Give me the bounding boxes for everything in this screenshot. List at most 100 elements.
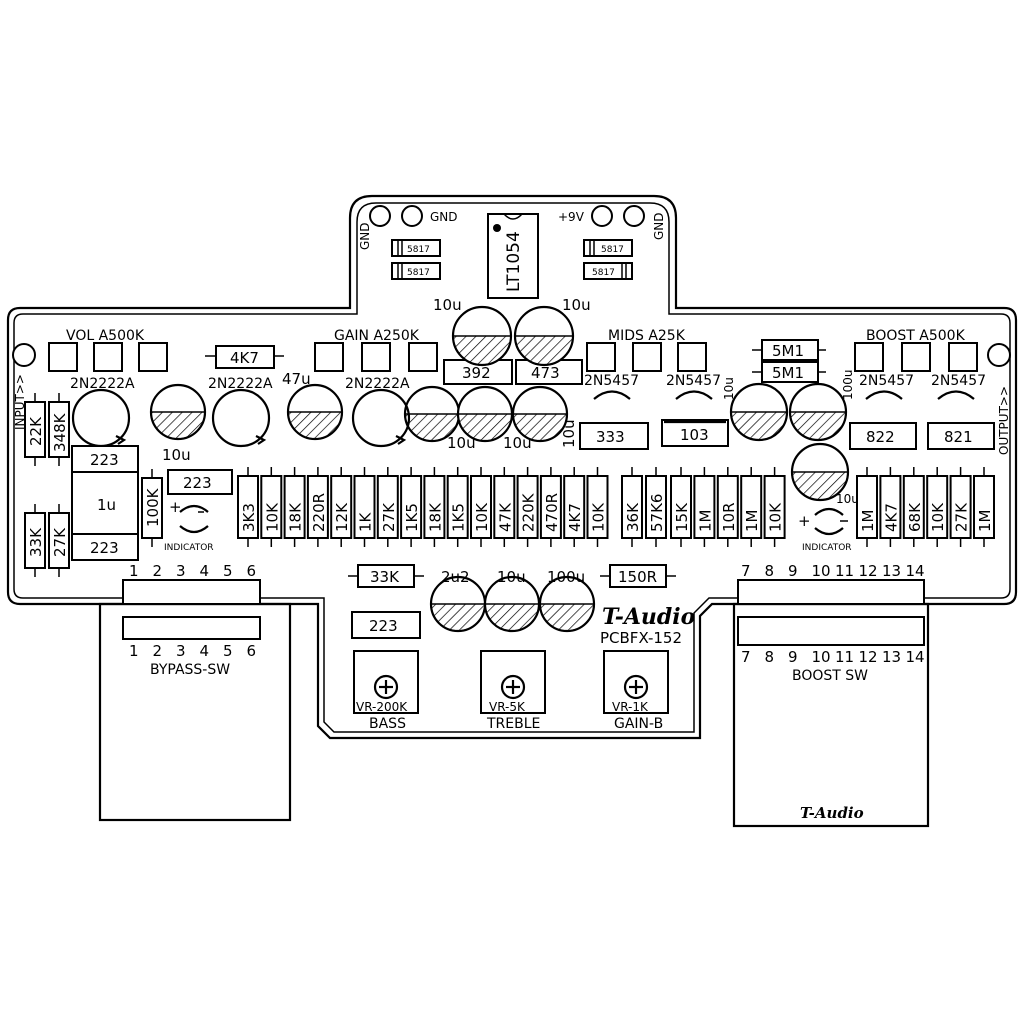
pot-gain: GAIN A250K bbox=[314, 328, 438, 372]
resistor-33k-label: 33K bbox=[370, 568, 400, 586]
capacitor-polarity-mark bbox=[514, 335, 574, 366]
board-model: PCBFX-152 bbox=[600, 629, 682, 647]
resistor-label: 18K bbox=[287, 502, 305, 532]
switch-pin-number: 10 bbox=[812, 562, 831, 580]
trimpot-bass-value: VR-200K bbox=[356, 700, 408, 714]
jfet-outline bbox=[865, 390, 903, 400]
pad-gnd-right bbox=[623, 205, 645, 227]
pot-pad bbox=[677, 342, 707, 372]
pot-pad bbox=[361, 342, 391, 372]
resistor-label: 3K3 bbox=[240, 503, 258, 532]
pad-gnd-left bbox=[369, 205, 391, 227]
ic-pin1-dot bbox=[493, 224, 501, 232]
pot-pad bbox=[93, 342, 123, 372]
cap-223-label: 223 bbox=[90, 539, 119, 557]
resistor-label: 18K bbox=[426, 502, 444, 532]
resistor: 1M bbox=[740, 467, 763, 547]
upper-row: 4K7 2N2222A 2N2222A 2N2222A 47u 10u 10u … bbox=[70, 339, 995, 464]
resistor-label: 10K bbox=[263, 502, 281, 532]
board-outline-inner bbox=[13, 202, 1011, 733]
resistor: 4K7 bbox=[879, 467, 902, 547]
gnd-label: GND bbox=[430, 210, 458, 224]
transistor-q2 bbox=[211, 388, 271, 448]
resistor: 1K bbox=[353, 467, 376, 547]
input-label: INPUT>> bbox=[13, 374, 27, 430]
switch-pin-number: 7 bbox=[741, 648, 751, 666]
pad-input bbox=[12, 343, 36, 367]
ic-lt1054 bbox=[487, 213, 539, 299]
resistor-label: 47K bbox=[496, 502, 514, 532]
transistor-q3-label: 2N2222A bbox=[345, 376, 410, 392]
trimpot-bass-name: BASS bbox=[369, 716, 406, 732]
switch-pin-number: 6 bbox=[247, 562, 257, 580]
led-indicator-label: INDICATOR bbox=[164, 543, 214, 553]
electrolytic-capacitor bbox=[538, 575, 596, 633]
cap-2u2-label: 2u2 bbox=[441, 568, 470, 586]
electrolytic-capacitor bbox=[788, 382, 848, 442]
switch-pin-number: 1 bbox=[129, 642, 139, 660]
capacitor-polarity-mark bbox=[287, 411, 343, 440]
electrolytic-capacitor bbox=[149, 383, 207, 441]
resistor: 57K6 bbox=[645, 467, 667, 547]
pot-pad bbox=[48, 342, 78, 372]
transistor-tab bbox=[255, 435, 267, 445]
electrolytic-capacitor bbox=[429, 575, 487, 633]
resistor-label: 1K bbox=[357, 511, 375, 532]
switch-pin-number: 3 bbox=[176, 562, 186, 580]
cap-392-label: 392 bbox=[462, 364, 491, 382]
resistor-label: 1M bbox=[976, 510, 994, 533]
switch-pin-number: 13 bbox=[882, 562, 901, 580]
electrolytic-capacitor bbox=[511, 385, 569, 443]
resistor: 12K bbox=[330, 467, 353, 547]
pot-pad bbox=[632, 342, 662, 372]
jfet-label: 2N5457 bbox=[931, 373, 986, 389]
led-indicator-outline bbox=[814, 507, 844, 516]
cap-333 bbox=[579, 422, 649, 450]
switch-pin-number: 10 bbox=[812, 648, 831, 666]
resistor: 47K bbox=[493, 467, 516, 547]
ic-notch bbox=[503, 213, 523, 220]
cap-223-bottom bbox=[71, 533, 139, 561]
switch-pin-number: 8 bbox=[765, 562, 775, 580]
cap-10u-label: 10u bbox=[497, 568, 526, 586]
capacitor-polarity-mark bbox=[150, 411, 206, 440]
led-plus: + bbox=[798, 512, 811, 530]
boost-switch-name: BOOST SW bbox=[792, 668, 868, 684]
electrolytic-capacitor bbox=[286, 383, 344, 441]
switch-pin-number: 2 bbox=[153, 642, 163, 660]
capacitor-polarity-mark bbox=[484, 603, 540, 632]
switch-pin-number: 14 bbox=[906, 562, 925, 580]
resistor-label: 220K bbox=[520, 492, 538, 532]
electrolytic-capacitor bbox=[403, 385, 461, 443]
resistor-5m1-label: 5M1 bbox=[772, 342, 804, 360]
cap-223-top bbox=[71, 445, 139, 473]
resistor-label: 27K bbox=[953, 502, 971, 532]
resistor: 470R bbox=[539, 467, 562, 547]
pad-gnd-left-2 bbox=[401, 205, 423, 227]
jfet-outline bbox=[593, 390, 631, 400]
cap-822-label: 822 bbox=[866, 428, 895, 446]
led-indicator-outline bbox=[179, 525, 209, 534]
resistor: 1M bbox=[973, 467, 995, 547]
switch-pin-number: 2 bbox=[153, 562, 163, 580]
switch-pin-number: 11 bbox=[835, 562, 854, 580]
resistor-label: 1K5 bbox=[403, 503, 421, 532]
electrolytic-capacitor bbox=[483, 575, 541, 633]
switch-pin-number: 5 bbox=[223, 642, 233, 660]
resistor: 4K7 bbox=[563, 467, 586, 547]
resistor: 220R bbox=[306, 467, 329, 547]
cap-47u-label: 47u bbox=[282, 370, 311, 388]
resistor-150r-label: 150R bbox=[618, 568, 657, 586]
jfet-label: 2N5457 bbox=[859, 373, 914, 389]
cap-label: 10u bbox=[433, 296, 462, 314]
trimpot-treble-value: VR-5K bbox=[489, 700, 526, 714]
switch-pin-number: 12 bbox=[859, 648, 878, 666]
resistor-label: 10K bbox=[929, 502, 947, 532]
ic-label: LT1054 bbox=[504, 231, 524, 292]
diode-right-bottom bbox=[583, 262, 633, 280]
resistor: 10R bbox=[716, 467, 739, 547]
resistor-label: 15K bbox=[673, 502, 691, 532]
